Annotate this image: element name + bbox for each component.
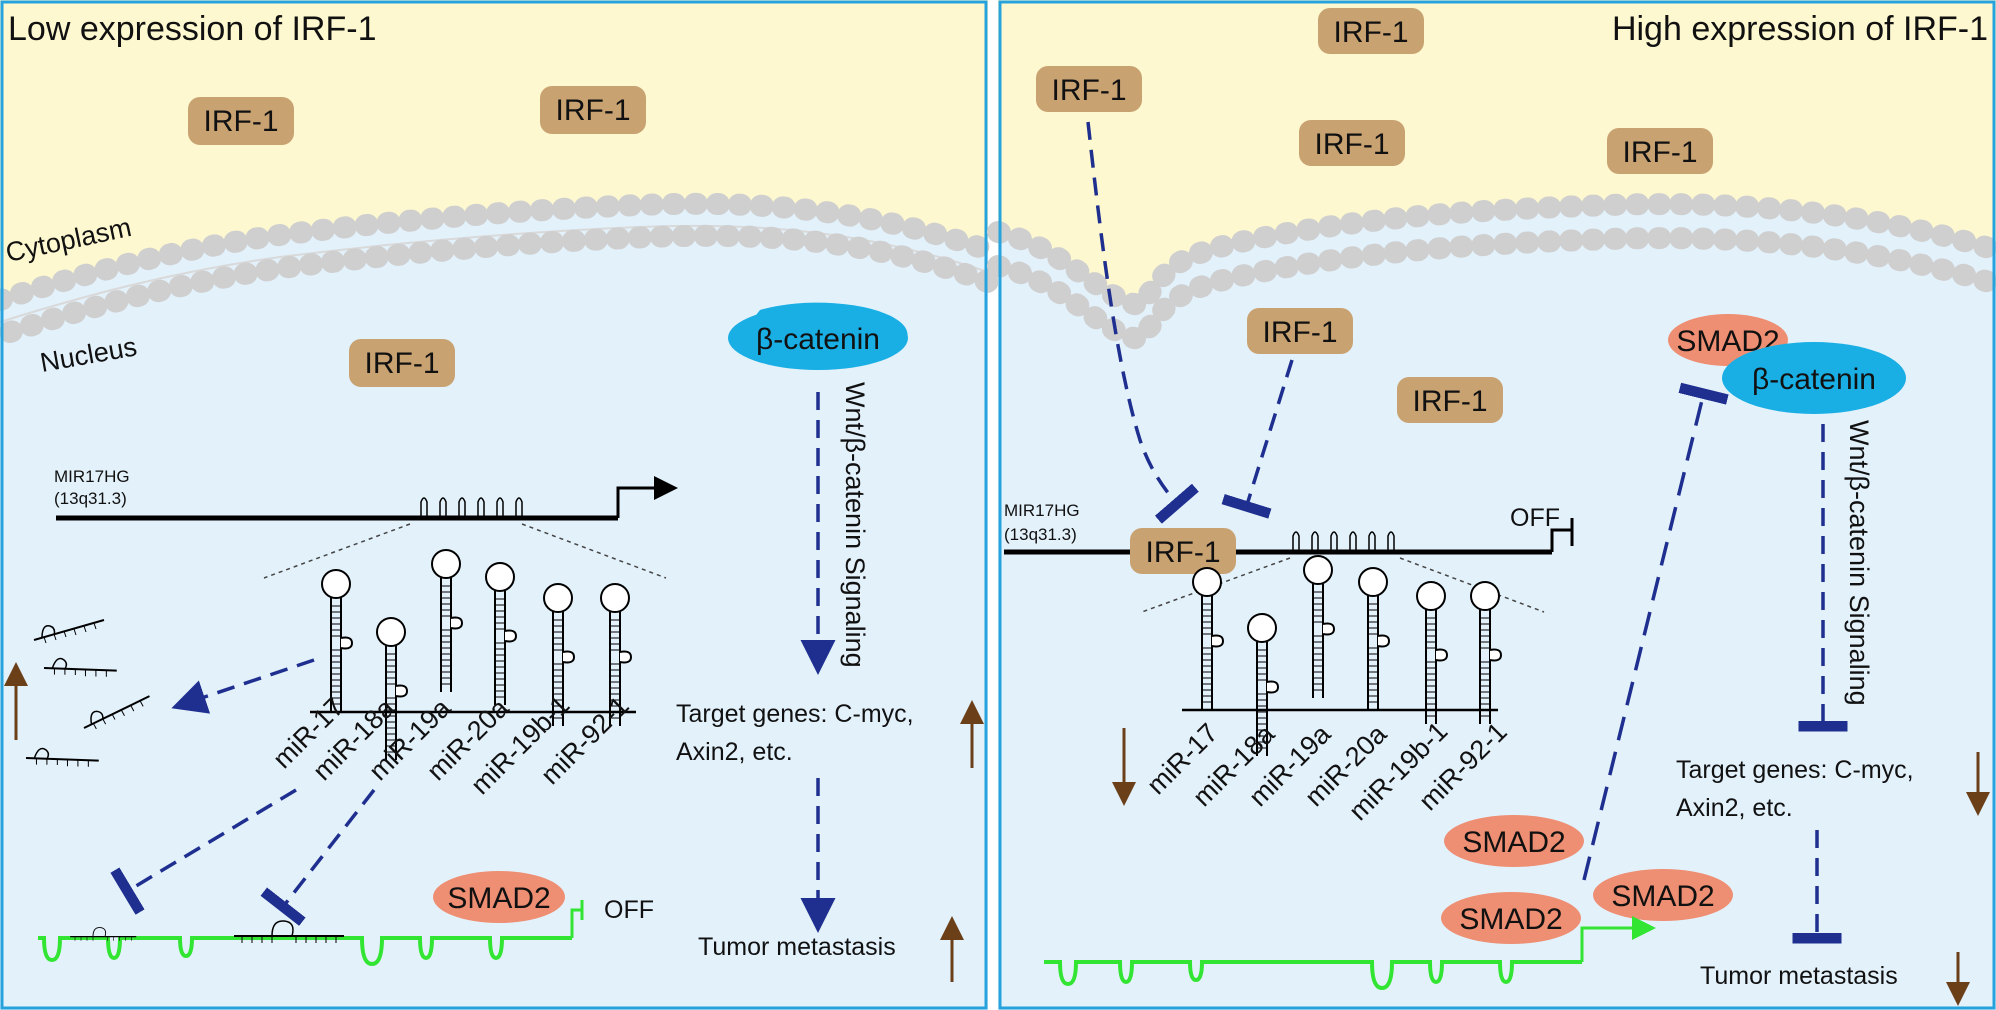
smad2-oval: SMAD2 xyxy=(1444,815,1584,867)
svg-text:β-catenin: β-catenin xyxy=(1752,363,1876,396)
svg-text:SMAD2: SMAD2 xyxy=(447,882,550,915)
beta-catenin-oval: β-catenin xyxy=(728,300,908,370)
target-genes-line1: Target genes: C-myc, xyxy=(676,700,914,728)
irf1-box: IRF-1 xyxy=(188,97,294,145)
right-title: High expression of IRF-1 xyxy=(1612,10,1988,48)
irf1-box: IRF-1 xyxy=(1397,377,1503,423)
irf1-box: IRF-1 xyxy=(540,86,646,134)
svg-text:IRF-1: IRF-1 xyxy=(1263,316,1338,349)
transcription-arrow xyxy=(1580,916,1656,962)
smad2-oval: SMAD2 xyxy=(433,871,565,923)
tumor-metastasis: Tumor metastasis xyxy=(1700,962,1898,990)
tumor-metastasis: Tumor metastasis xyxy=(698,933,896,961)
target-genes-line1: Target genes: C-myc, xyxy=(1676,756,1914,784)
svg-text:IRF-1: IRF-1 xyxy=(556,94,631,127)
off-label: OFF xyxy=(1510,504,1560,532)
svg-text:SMAD2: SMAD2 xyxy=(1611,880,1714,913)
gene-locus: (13q31.3) xyxy=(54,489,127,508)
beta-catenin-oval: β-catenin xyxy=(1722,342,1906,414)
smad2-oval: SMAD2 xyxy=(1593,869,1733,921)
irf1-entry-inhibition xyxy=(1086,121,1199,524)
gene-mir17hg xyxy=(56,476,678,521)
svg-text:IRF-1: IRF-1 xyxy=(1052,74,1127,107)
mirna-cluster xyxy=(310,549,636,761)
irf1-box: IRF-1 xyxy=(1607,128,1713,174)
irf1-box: IRF-1 xyxy=(1247,308,1353,354)
cell-membrane xyxy=(0,192,999,343)
smad2-mrna xyxy=(1044,960,1582,991)
irf1-box: IRF-1 xyxy=(1036,66,1142,112)
right-panel: High expression of IRF-1 IRF-1 IRF-1 IRF… xyxy=(987,0,1996,1010)
inhibition-line xyxy=(260,788,376,926)
svg-text:IRF-1: IRF-1 xyxy=(1146,536,1221,569)
signaling-label: Wnt/β-catenin Signaling xyxy=(840,382,870,668)
gene-name: MIR17HG xyxy=(1004,501,1080,520)
svg-text:SMAD2: SMAD2 xyxy=(1459,903,1562,936)
smad2-oval: SMAD2 xyxy=(1441,892,1581,944)
mirna-cluster xyxy=(1182,555,1502,757)
cell-membrane xyxy=(987,193,1996,351)
off-label: OFF xyxy=(604,896,654,924)
left-panel: Low expression of IRF-1 Cytoplasm Nucleu… xyxy=(0,0,999,1010)
target-genes-line2: Axin2, etc. xyxy=(676,738,793,766)
gene-mir17hg xyxy=(1004,518,1574,555)
smad2-mrna xyxy=(38,936,572,967)
gene-locus: (13q31.3) xyxy=(1004,525,1077,544)
smad2-inhibition xyxy=(1582,382,1729,881)
target-genes-line2: Axin2, etc. xyxy=(1676,794,1793,822)
svg-text:IRF-1: IRF-1 xyxy=(1623,136,1698,169)
svg-text:β-catenin: β-catenin xyxy=(756,323,880,356)
irf1-bound-box: IRF-1 xyxy=(1130,528,1236,574)
svg-text:IRF-1: IRF-1 xyxy=(1334,16,1409,49)
left-title: Low expression of IRF-1 xyxy=(8,10,377,48)
gene-name: MIR17HG xyxy=(54,467,130,486)
irf1-inhibition xyxy=(1221,359,1294,519)
inhibition-line xyxy=(110,788,297,915)
svg-text:SMAD2: SMAD2 xyxy=(1462,826,1565,859)
svg-text:IRF-1: IRF-1 xyxy=(1413,385,1488,418)
degradation-arrow xyxy=(171,658,315,714)
signaling-label: Wnt/β-catenin Signaling xyxy=(1844,420,1874,706)
irf1-box: IRF-1 xyxy=(1299,120,1405,166)
svg-text:IRF-1: IRF-1 xyxy=(1315,128,1390,161)
svg-text:IRF-1: IRF-1 xyxy=(365,347,440,380)
irf1-box: IRF-1 xyxy=(1318,8,1424,54)
irf1-box: IRF-1 xyxy=(349,339,455,387)
svg-text:IRF-1: IRF-1 xyxy=(204,105,279,138)
